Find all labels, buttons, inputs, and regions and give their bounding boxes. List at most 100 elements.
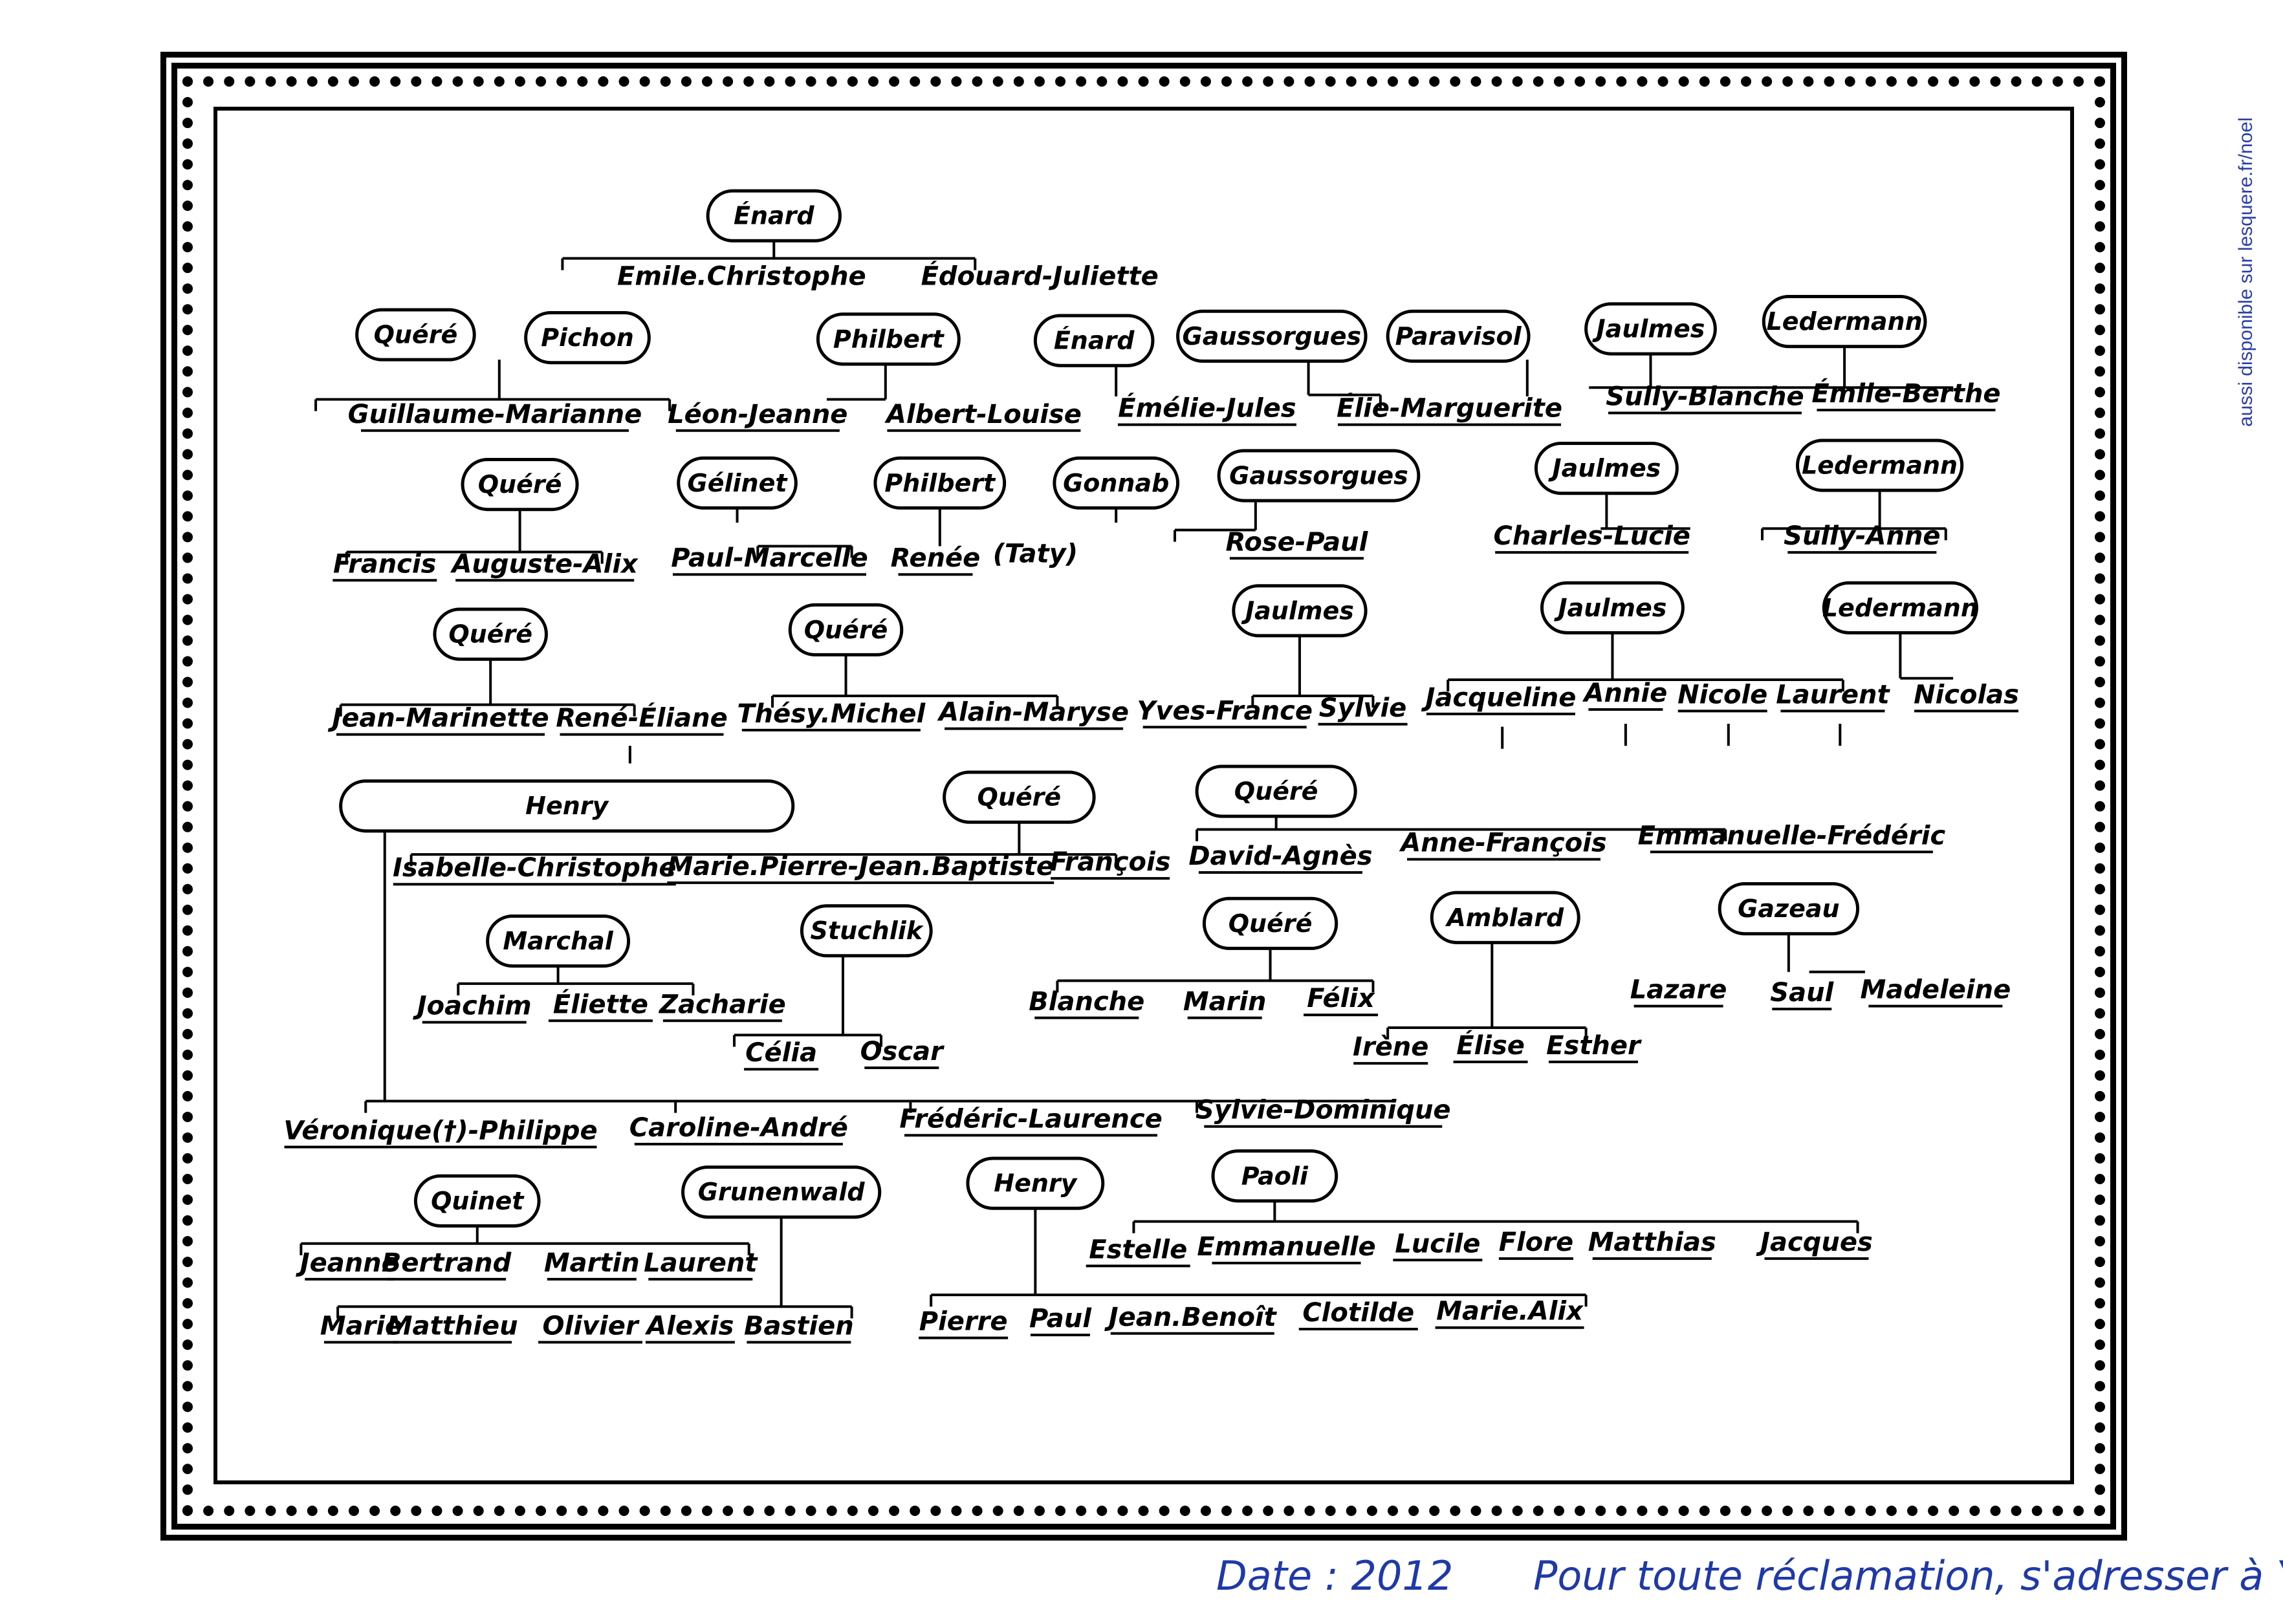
person-name: Alain-Maryse [937, 698, 1129, 728]
surname-oval [1386, 309, 1531, 363]
person-name: Alexis [644, 1311, 734, 1341]
person-name: Laurent [1776, 680, 1890, 709]
surname-label: Marchal [503, 927, 613, 955]
surname-label: Philbert [884, 469, 996, 497]
surname-oval [1202, 896, 1338, 950]
person-name: Émélie-Jules [1118, 393, 1296, 424]
surname-oval [433, 607, 548, 661]
person-name: Annie [1582, 678, 1668, 708]
surname-label: Gaussorgues [1229, 461, 1408, 490]
person-name: Félix [1307, 984, 1375, 1013]
surname-label: Paravisol [1395, 322, 1522, 351]
surname-oval [1762, 295, 1927, 349]
person-name: Sully-Blanche [1606, 382, 1804, 412]
person-name: Isabelle-Christophe [393, 853, 677, 883]
surname-label: Gazeau [1738, 894, 1839, 923]
person-name: Madeleine [1861, 975, 2011, 1005]
surname-oval [873, 456, 1007, 510]
person-name: Rose-Paul [1226, 527, 1369, 557]
surname-label: Jaulmes [1547, 454, 1661, 482]
person-name: David-Agnès [1188, 841, 1372, 871]
person-name: Oscar [860, 1037, 945, 1066]
surname-label: Quéré [448, 620, 532, 649]
surname-label: Quinet [431, 1187, 525, 1215]
surname-label: Ledermann [1802, 451, 1958, 480]
person-name: Véronique(†)-Philippe [283, 1116, 597, 1146]
surname-oval [1217, 449, 1421, 503]
person-name: Olivier [543, 1311, 640, 1341]
person-name: Paul [1029, 1304, 1092, 1334]
person-name: Jean.Benoît [1104, 1303, 1278, 1332]
surname-label: Quéré [804, 616, 888, 644]
person-name: Auguste-Alix [450, 549, 639, 579]
surname-oval [706, 189, 842, 243]
person-name: Édouard-Juliette [921, 260, 1159, 291]
person-name: Jeanne [296, 1248, 399, 1278]
surname-label: Quéré [1229, 909, 1313, 938]
person-name: Emmanuelle [1197, 1232, 1375, 1262]
surname-oval [413, 1174, 541, 1228]
surname-oval [788, 603, 904, 656]
surname-label: Gélinet [688, 469, 789, 497]
surname-oval [1540, 581, 1685, 634]
surname-oval [1232, 584, 1368, 638]
surname-oval [1795, 438, 1964, 492]
surname-oval [1534, 442, 1679, 495]
person-name: Esther [1546, 1031, 1642, 1061]
surname-oval [966, 1156, 1105, 1210]
surname-oval [339, 779, 795, 833]
person-name: Jacqueline [1421, 683, 1577, 713]
person-name: Frédéric-Laurence [899, 1104, 1162, 1134]
surname-label: Quéré [1234, 777, 1318, 806]
person-name: Anne-François [1399, 828, 1606, 858]
person-name: Emmanuelle-Frédéric [1638, 821, 1946, 850]
surname-label: Jaulmes [1592, 314, 1705, 343]
person-name: Laurent [644, 1248, 758, 1278]
person-name: Lazare [1630, 975, 1727, 1005]
person-name: Emile.Christophe [617, 261, 866, 291]
person-name: Sylvie [1319, 693, 1407, 723]
person-name: Bertrand [382, 1248, 512, 1278]
ornamental-border [160, 52, 2127, 1541]
surname-oval [1176, 309, 1368, 363]
person-name: Albert-Louise [884, 400, 1082, 429]
person-name: Guillaume-Marianne [348, 400, 642, 429]
person-name: Paul-Marcelle [671, 543, 868, 573]
surname-oval [1584, 302, 1717, 356]
surname-oval [1718, 882, 1860, 936]
surname-label: Grunenwald [698, 1178, 866, 1206]
person-name: Marie [320, 1311, 402, 1341]
person-name: Irène [1353, 1032, 1428, 1062]
person-name: Blanche [1029, 987, 1144, 1017]
person-name: Lucile [1395, 1229, 1480, 1259]
surname-oval [800, 904, 933, 958]
surname-oval [486, 914, 631, 968]
person-name: Francis [333, 549, 436, 579]
surname-label: Gaussorgues [1183, 322, 1362, 351]
surname-label: Quéré [978, 783, 1062, 812]
person-name: Yves-France [1137, 696, 1313, 726]
person-name: François [1050, 847, 1171, 877]
person-name: Élie-Marguerite [1337, 393, 1562, 424]
surname-label: Henry [994, 1169, 1078, 1198]
surname-oval [1195, 764, 1357, 818]
person-name: Sylvie-Dominique [1196, 1096, 1451, 1125]
surname-label: Quéré [478, 470, 562, 499]
surname-oval [681, 1165, 882, 1219]
person-name: Marie.Alix [1436, 1297, 1584, 1326]
claims-note: Pour toute réclamation, s'adresser à Yve… [1533, 1552, 2283, 1599]
surname-label: Gonnab [1063, 469, 1169, 497]
surname-label: Quéré [374, 321, 458, 349]
person-name: Thésy.Michel [737, 699, 926, 729]
surname-label: Henry [525, 792, 609, 820]
person-name: Jacques [1756, 1228, 1873, 1257]
surname-label: Amblard [1445, 904, 1564, 932]
person-name: Matthias [1588, 1228, 1716, 1257]
surname-oval [677, 456, 798, 510]
person-name: Marin [1183, 987, 1267, 1017]
person-name: (Taty) [993, 539, 1078, 568]
surname-label: Ledermann [1822, 594, 1978, 622]
availability-note: aussi disponible sur lesquere.fr/noel [2235, 117, 2256, 427]
